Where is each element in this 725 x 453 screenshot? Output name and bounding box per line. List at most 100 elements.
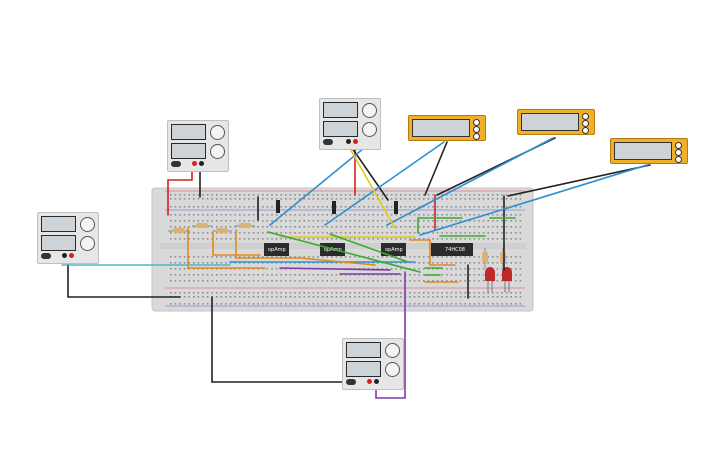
breadboard-hole: [349, 220, 351, 222]
voltage-knob-icon[interactable]: [362, 103, 377, 118]
breadboard-hole: [225, 220, 227, 222]
breadboard-hole: [363, 198, 365, 200]
breadboard-hole: [179, 220, 181, 222]
multimeter-2[interactable]: [517, 109, 595, 135]
breadboard-hole: [492, 214, 494, 216]
logic-chip-74hc08[interactable]: 74HC08: [431, 243, 473, 256]
breadboard-hole: [478, 292, 480, 294]
power-supply-1[interactable]: [37, 212, 99, 264]
resistor-2[interactable]: [192, 223, 212, 228]
current-knob-icon[interactable]: [362, 122, 377, 137]
breadboard-hole: [271, 206, 273, 208]
breadboard-hole: [459, 292, 462, 294]
positive-terminal[interactable]: [192, 161, 197, 166]
resistor-1[interactable]: [168, 228, 190, 233]
wire-yellow-1[interactable]: [347, 144, 396, 229]
wire-orange-4[interactable]: [409, 239, 456, 266]
wire-black-2[interactable]: [67, 257, 181, 298]
probe-jack-icon[interactable]: [473, 133, 480, 140]
capacitor-2[interactable]: [332, 201, 336, 214]
opamp-chip-3[interactable]: opAmp: [381, 243, 406, 256]
capacitor-3[interactable]: [394, 201, 398, 214]
positive-terminal[interactable]: [353, 139, 358, 144]
voltage-knob-icon[interactable]: [210, 125, 225, 140]
negative-terminal[interactable]: [62, 253, 67, 258]
opamp-chip-1[interactable]: opAmp: [264, 243, 289, 256]
capacitor-1[interactable]: [276, 200, 280, 213]
breadboard-hole: [344, 194, 347, 196]
negative-terminal[interactable]: [199, 161, 204, 166]
power-supply-3[interactable]: [319, 98, 381, 150]
wire-black-3[interactable]: [211, 296, 351, 383]
resistor-4[interactable]: [235, 223, 255, 228]
multimeter-3[interactable]: [610, 138, 688, 164]
negative-terminal[interactable]: [374, 379, 379, 384]
breadboard-hole: [331, 296, 333, 298]
wire-orange-3[interactable]: [235, 229, 376, 266]
breadboard-hole: [501, 194, 503, 196]
wire-red-1[interactable]: [167, 164, 193, 216]
wire-blue-3[interactable]: [419, 164, 648, 236]
probe-jack-icon[interactable]: [675, 149, 682, 156]
wire-orange-2[interactable]: [212, 232, 261, 256]
breadboard-hole: [266, 292, 269, 294]
resistor-3[interactable]: [212, 228, 232, 233]
probe-jack-icon[interactable]: [675, 142, 682, 149]
breadboard-hole: [469, 232, 471, 234]
breadboard-hole: [308, 280, 310, 282]
power-supply-2[interactable]: [167, 120, 229, 172]
wire-green-1[interactable]: [267, 231, 421, 273]
power-switch[interactable]: [323, 139, 333, 145]
power-supply-4[interactable]: [342, 338, 404, 390]
breadboard-hole: [206, 194, 209, 196]
power-switch[interactable]: [41, 253, 51, 259]
breadboard-hole: [340, 256, 342, 258]
wire-purple-1[interactable]: [279, 267, 391, 271]
breadboard-hole: [188, 194, 190, 196]
breadboard-hole: [243, 292, 246, 294]
probe-jack-icon[interactable]: [675, 156, 682, 163]
probe-jack-icon[interactable]: [582, 120, 589, 127]
positive-terminal[interactable]: [69, 253, 74, 258]
breadboard-hole: [395, 226, 397, 228]
positive-terminal[interactable]: [367, 379, 372, 384]
breadboard-hole: [400, 238, 402, 240]
multimeter-1[interactable]: [408, 115, 486, 141]
probe-jack-icon[interactable]: [582, 127, 589, 134]
negative-terminal[interactable]: [346, 139, 351, 144]
probe-jack-icon[interactable]: [473, 119, 480, 126]
breadboard-hole: [202, 262, 204, 264]
breadboard-hole: [510, 238, 512, 240]
breadboard-hole: [469, 226, 471, 228]
breadboard-hole: [280, 220, 282, 222]
current-knob-icon[interactable]: [210, 144, 225, 159]
breadboard-hole: [459, 296, 462, 298]
wire-blue-2[interactable]: [386, 137, 554, 226]
probe-jack-icon[interactable]: [582, 113, 589, 120]
probe-jack-icon[interactable]: [473, 126, 480, 133]
breadboard-hole: [266, 296, 269, 298]
voltage-knob-icon[interactable]: [80, 217, 95, 232]
wire-blue-4[interactable]: [269, 147, 365, 226]
current-knob-icon[interactable]: [80, 236, 95, 251]
power-switch[interactable]: [346, 379, 356, 385]
breadboard-hole: [170, 303, 172, 305]
breadboard-hole: [446, 256, 448, 258]
wire-orange-1[interactable]: [187, 227, 266, 269]
breadboard-hole: [335, 232, 338, 234]
current-knob-icon[interactable]: [385, 362, 400, 377]
wire-green-2[interactable]: [329, 233, 409, 263]
led-1[interactable]: [485, 267, 495, 292]
voltage-knob-icon[interactable]: [385, 343, 400, 358]
wire-purple-2[interactable]: [375, 271, 406, 399]
breadboard-hole: [197, 238, 200, 240]
breadboard-hole: [303, 232, 305, 234]
wire-black-5[interactable]: [424, 141, 448, 196]
power-switch[interactable]: [171, 161, 181, 167]
resistor-5[interactable]: [482, 248, 488, 268]
wire-blue-1[interactable]: [324, 141, 445, 226]
wire-green-3[interactable]: [417, 217, 463, 234]
wire-black-7[interactable]: [507, 164, 651, 197]
